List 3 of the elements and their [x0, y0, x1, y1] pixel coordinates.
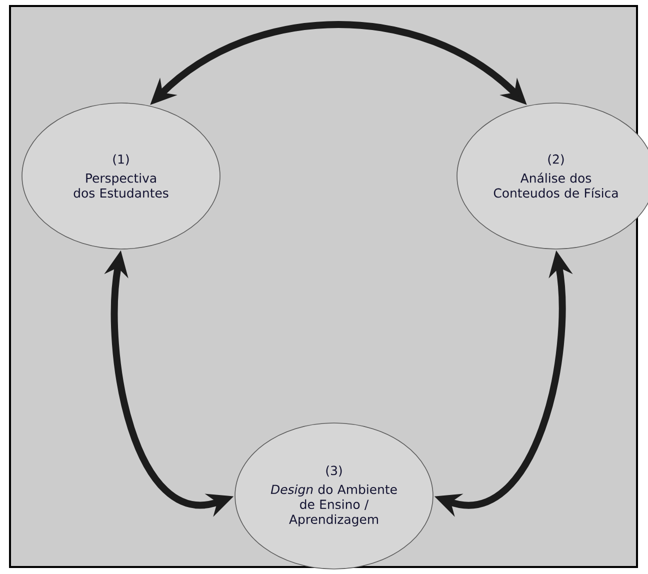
- ellipse-node: (1) Perspectiva dos Estudantes: [22, 102, 220, 250]
- ellipse-node: (3) Design do Ambiente de Ensino / Aprendizagem: [234, 422, 434, 570]
- ellipse-node: (2) Análise dos Conteudos de Física: [456, 102, 648, 250]
